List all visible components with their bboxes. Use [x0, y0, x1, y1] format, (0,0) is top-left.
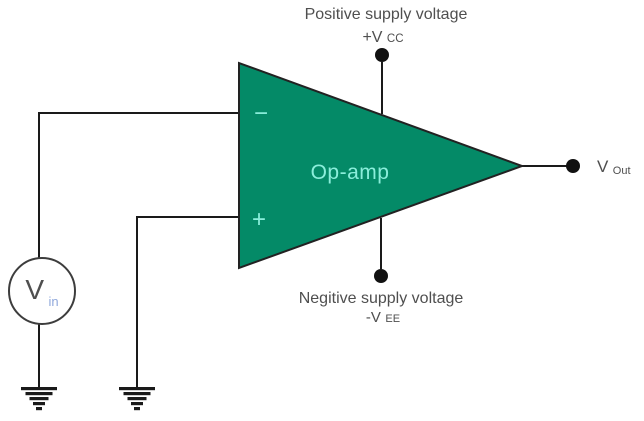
opamp-triangle-shape [238, 61, 525, 270]
inverting-input-symbol: − [254, 100, 268, 127]
vin-sub-text: in [49, 294, 59, 309]
ground-bar [36, 407, 42, 411]
ground-symbol-left [21, 387, 57, 411]
vcc-terminal-dot [375, 48, 389, 62]
ground-bar [33, 402, 45, 406]
vee-label: -V EE [366, 309, 400, 326]
vin-main-text: V [25, 274, 44, 305]
vcc-main-text: +V [362, 29, 382, 46]
vee-main-text: -V [366, 309, 381, 326]
ground-bar [127, 397, 147, 401]
vcc-sub-text: CC [387, 33, 404, 45]
vout-sub-text: Out [613, 165, 631, 177]
ground-bar [134, 407, 140, 411]
opamp-label: Op-amp [311, 161, 390, 184]
vout-main-text: V [597, 157, 609, 176]
ground-bar [29, 397, 49, 401]
vee-sub-text: EE [385, 313, 400, 325]
vin-label: V in [25, 274, 58, 309]
ground-bar [131, 402, 143, 406]
vout-terminal-dot [566, 159, 580, 173]
noninverting-input-symbol: + [252, 206, 266, 233]
wire-noninverting-input [136, 216, 240, 388]
ground-bar [21, 387, 57, 391]
positive-supply-caption: Positive supply voltage [305, 6, 468, 23]
negative-supply-caption: Negitive supply voltage [299, 290, 464, 307]
vin-source-circle [8, 257, 76, 325]
wire-inverting-input [38, 112, 240, 258]
vee-terminal-dot [374, 269, 388, 283]
ground-symbol-right [119, 387, 155, 411]
vcc-label: +V CC [362, 29, 403, 46]
vout-label: V Out [597, 157, 631, 177]
ground-bar [25, 392, 53, 396]
ground-bar [123, 392, 151, 396]
ground-bar [119, 387, 155, 391]
